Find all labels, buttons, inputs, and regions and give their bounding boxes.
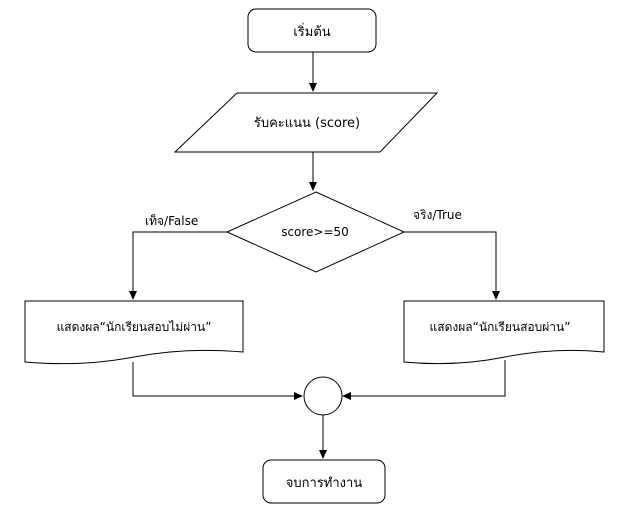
connector-pass-merge [350,360,506,397]
start-label: เริ่มต้น [293,23,330,40]
decision-label: score>=50 [281,225,349,239]
output-fail-label: แสดงผล“นักเรียนสอบไม่ผ่าน” [57,320,212,334]
arrowhead-merge-right [342,392,351,400]
true-branch-label: จริง/True [413,208,462,222]
connector-fail-merge [132,362,295,397]
start-terminator [247,8,377,53]
arrowhead-true [492,291,500,300]
false-branch-label: เท็จ/False [145,213,198,228]
end-label: จบการทำงาน [286,476,363,491]
decision-diamond [225,191,406,273]
output-pass-label: แสดงผล“นักเรียนสอบผ่าน” [430,320,571,334]
merge-connector-circle [303,376,343,416]
end-terminator [262,459,386,504]
output-pass-document [403,300,605,365]
arrowhead-decision [309,182,317,191]
arrowhead-end [319,450,327,459]
arrowhead-input [309,83,317,92]
output-fail-document [24,300,244,365]
arrowhead-merge-left [294,392,303,400]
arrowhead-false [129,291,137,300]
input-label: รับคะแนน (score) [254,116,360,131]
connector-true-branch [404,231,497,292]
connector-false-branch [132,231,227,292]
input-parallelogram [173,92,439,153]
